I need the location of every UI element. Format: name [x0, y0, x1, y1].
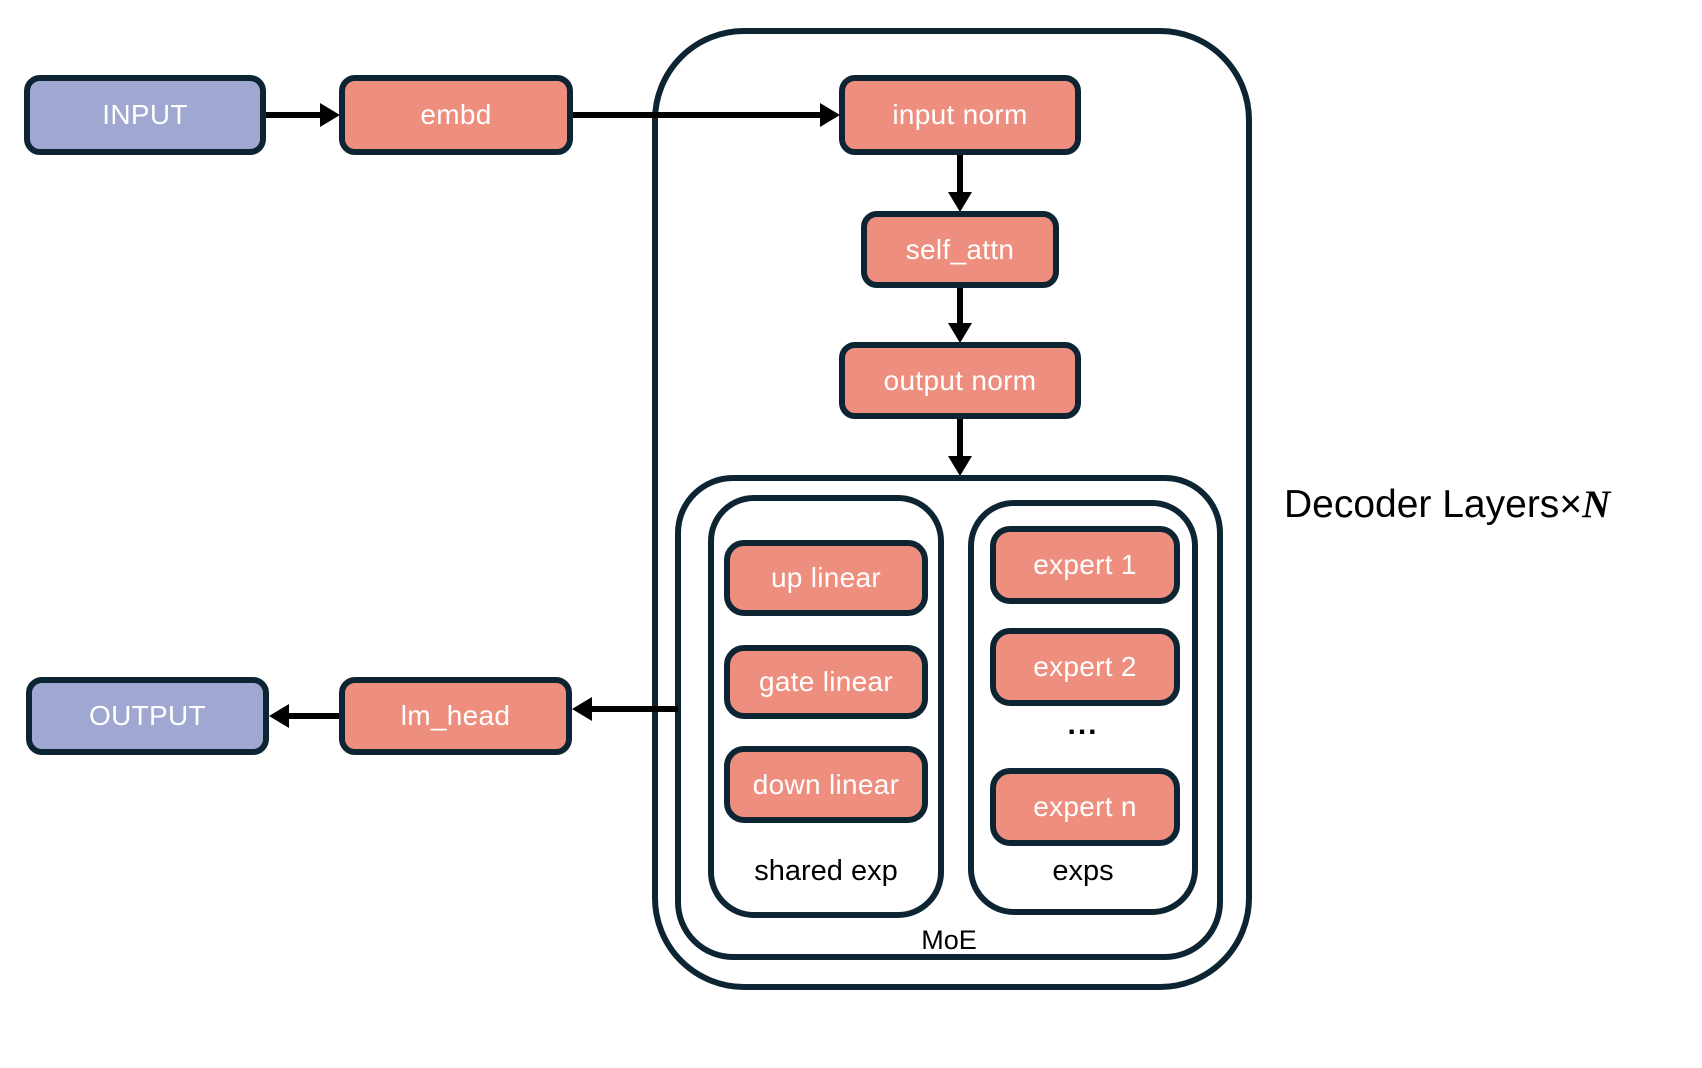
node-input: INPUT — [24, 75, 266, 155]
arrowhead-lm-head-to-output — [269, 704, 289, 728]
exps-label: exps — [1052, 855, 1114, 887]
moe-label: MoE — [921, 925, 977, 955]
experts-container — [968, 500, 1198, 915]
arrowhead-input-norm-to-self-attn — [948, 192, 972, 212]
node-expert-1: expert 1 — [990, 526, 1180, 604]
node-embd: embd — [339, 75, 573, 155]
n-variable: N — [1582, 483, 1611, 526]
node-input-norm: input norm — [839, 75, 1081, 155]
decoder-layers-container — [652, 28, 1252, 990]
decoder-layers-label: Decoder Layers×N — [1284, 482, 1610, 527]
arrowhead-input-to-embd — [320, 103, 340, 127]
arrowhead-embd-to-input-norm — [820, 103, 840, 127]
arrowhead-output-norm-to-moe — [948, 456, 972, 476]
arrow-input-to-embd — [266, 112, 322, 118]
experts-ellipsis: ... — [1067, 708, 1099, 741]
node-down-linear: down linear — [724, 746, 928, 823]
arrow-output-norm-to-moe — [957, 419, 963, 457]
node-self-attn: self_attn — [861, 211, 1059, 288]
arrow-embd-to-input-norm — [573, 112, 821, 118]
node-up-linear: up linear — [724, 540, 928, 616]
node-output: OUTPUT — [26, 677, 269, 755]
node-output-norm: output norm — [839, 342, 1081, 419]
arrow-input-norm-to-self-attn — [957, 155, 963, 194]
multiply-sign: × — [1559, 483, 1583, 526]
arrow-lm-head-to-output — [288, 713, 339, 719]
arrowhead-self-attn-to-output-norm — [948, 323, 972, 343]
node-gate-linear: gate linear — [724, 645, 928, 719]
shared-expert-container — [708, 495, 944, 918]
arrow-moe-to-lm-head — [591, 706, 678, 712]
arrow-self-attn-to-output-norm — [957, 288, 963, 325]
moe-container — [675, 475, 1223, 960]
node-lm-head: lm_head — [339, 677, 572, 755]
arrowhead-moe-to-lm-head — [572, 697, 592, 721]
node-expert-n: expert n — [990, 768, 1180, 846]
shared-exp-label: shared exp — [754, 855, 898, 887]
node-expert-2: expert 2 — [990, 628, 1180, 706]
decoder-layers-text: Decoder Layers — [1284, 483, 1560, 526]
